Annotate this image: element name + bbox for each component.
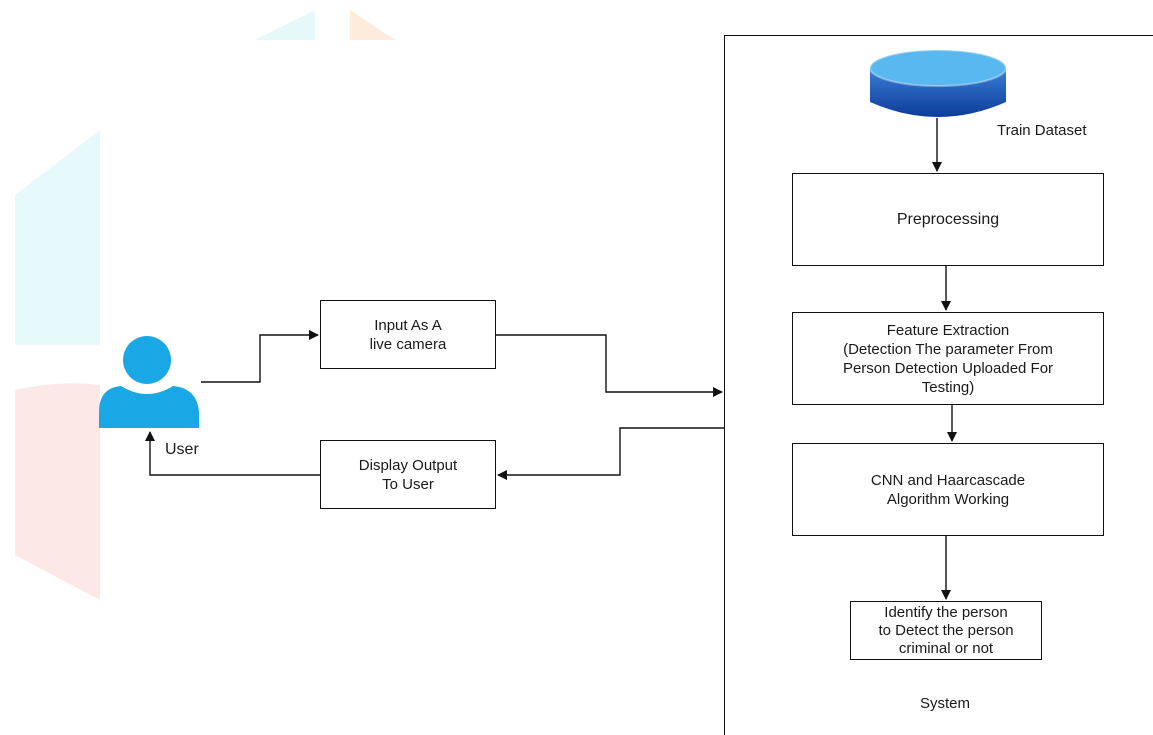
input-node-label: Input As A live camera xyxy=(369,316,447,353)
edge-input-to-system xyxy=(496,334,723,397)
identify-node-label: Identify the person to Detect the person… xyxy=(878,603,1014,657)
input-live-camera-node: Input As A live camera xyxy=(320,300,496,369)
cnn-node-label: CNN and Haarcascade Algorithm Working xyxy=(870,471,1026,508)
edge-system-to-output xyxy=(497,427,724,480)
user-icon xyxy=(99,336,199,428)
identify-person-node: Identify the person to Detect the person… xyxy=(850,601,1042,660)
edge-user-to-input xyxy=(201,330,319,383)
output-node-label: Display Output To User xyxy=(358,456,458,493)
cnn-haarcascade-node: CNN and Haarcascade Algorithm Working xyxy=(792,443,1104,536)
system-boundary xyxy=(724,35,1153,735)
preprocessing-node-label: Preprocessing xyxy=(896,211,1000,228)
user-label: User xyxy=(165,441,199,458)
edge-output-to-user xyxy=(145,431,320,476)
feature-extraction-node-label: Feature Extraction (Detection The parame… xyxy=(842,321,1054,396)
system-label: System xyxy=(920,695,971,712)
database-icon xyxy=(869,49,1007,117)
display-output-node: Display Output To User xyxy=(320,440,496,509)
train-dataset-label: Train Dataset xyxy=(997,122,1087,139)
preprocessing-node: Preprocessing xyxy=(792,173,1104,266)
feature-extraction-node: Feature Extraction (Detection The parame… xyxy=(792,312,1104,405)
